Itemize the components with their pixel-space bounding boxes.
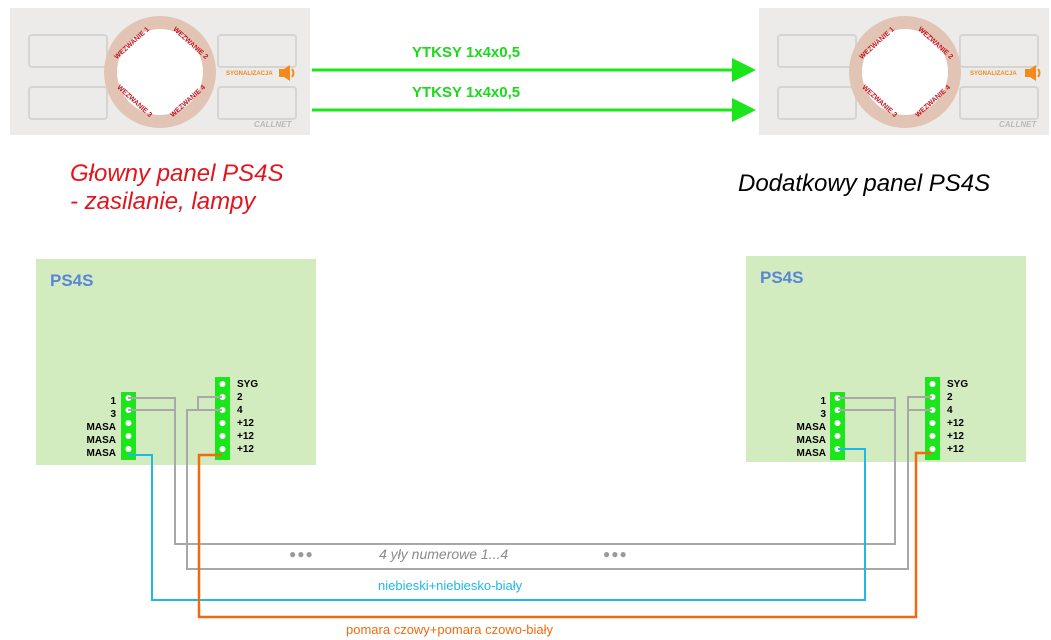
signal-label: SYGNALIZACJA bbox=[226, 71, 273, 77]
call-ring: WEZWANIE 1 WEZWANIE 2 WEZWANIE 3 WEZWANI… bbox=[849, 16, 961, 128]
terminal-label: +12 bbox=[947, 444, 964, 455]
blue-wire bbox=[128, 448, 866, 601]
terminal-label: 1 bbox=[820, 396, 826, 407]
right-board: PS4S bbox=[746, 256, 1026, 462]
brand-logo: CALLNET bbox=[999, 120, 1037, 129]
gray-wire-1 bbox=[128, 397, 896, 545]
gray-wire-5 bbox=[197, 396, 222, 410]
call-ring: WEZWANIE 1 WEZWANIE 2 WEZWANIE 3 WEZWANI… bbox=[104, 16, 216, 128]
brand-logo: CALLNET bbox=[254, 120, 292, 129]
gray-wire-2 bbox=[208, 397, 222, 538]
wire-dots-right: ●●● bbox=[603, 547, 628, 561]
terminal-label: MASA bbox=[796, 435, 826, 446]
terminal-label: 4 bbox=[237, 405, 243, 416]
terminal-label: 1 bbox=[110, 396, 116, 407]
terminal-label: SYG bbox=[947, 379, 969, 390]
panel-button-top-right bbox=[959, 34, 1039, 68]
terminal-label: +12 bbox=[237, 431, 254, 442]
extra-call-panel: WEZWANIE 1 WEZWANIE 2 WEZWANIE 3 WEZWANI… bbox=[759, 8, 1049, 135]
panel-button-bottom-right bbox=[959, 86, 1039, 120]
orange-wire-label: pomara czowy+pomara czowo-biały bbox=[346, 622, 554, 637]
terminal-label: MASA bbox=[796, 448, 826, 459]
speaker-icon bbox=[1025, 65, 1041, 81]
right-board-terminal-labels-a: 1 3 MASA MASA MASA bbox=[776, 395, 826, 460]
right-board-title: PS4S bbox=[760, 268, 804, 287]
orange-wire bbox=[197, 451, 932, 619]
terminal-label: 2 bbox=[237, 392, 243, 403]
left-board-terminal-labels-b: SYG 2 4 +12 +12 +12 bbox=[237, 378, 258, 456]
right-board-terminal-labels-b: SYG 2 4 +12 +12 +12 bbox=[947, 378, 968, 456]
main-call-panel: WEZWANIE 1 WEZWANIE 2 WEZWANIE 3 WEZWANI… bbox=[10, 8, 310, 135]
panel-button-top-right bbox=[217, 34, 297, 68]
terminal-label: +12 bbox=[237, 444, 254, 455]
terminal-label: MASA bbox=[86, 448, 116, 459]
panel-button-top-left bbox=[28, 34, 108, 68]
terminal-label: +12 bbox=[947, 431, 964, 442]
speaker-icon bbox=[279, 65, 295, 81]
main-caption-line2: - zasilanie, lampy bbox=[70, 188, 256, 215]
main-panel-caption: Głowny panel PS4S - zasilanie, lampy bbox=[70, 160, 283, 216]
wire-dots-left: ●●● bbox=[289, 547, 314, 561]
panel-button-bottom-left bbox=[777, 86, 857, 120]
signal-label: SYGNALIZACJA bbox=[970, 71, 1017, 77]
numeric-wires-label: 4 yły numerowe 1...4 bbox=[379, 546, 509, 562]
main-caption-line1: Głowny panel PS4S bbox=[70, 160, 284, 187]
blue-wire-label: niebieski+niebiesko-biały bbox=[378, 578, 523, 593]
cable-label-2: YTKSY 1x4x0,5 bbox=[412, 84, 521, 101]
terminal-label: 3 bbox=[110, 409, 116, 420]
panel-button-bottom-left bbox=[28, 86, 108, 120]
cable-label-1: YTKSY 1x4x0,5 bbox=[412, 44, 521, 61]
terminal-label: 3 bbox=[820, 409, 826, 420]
left-board-title: PS4S bbox=[50, 271, 94, 290]
gray-wire-6 bbox=[907, 396, 932, 410]
terminal-label: 4 bbox=[947, 405, 953, 416]
terminal-label: MASA bbox=[86, 435, 116, 446]
left-board-terminal-labels-a: 1 3 MASA MASA MASA bbox=[66, 395, 116, 460]
terminal-label: 2 bbox=[947, 392, 953, 403]
terminal-label: +12 bbox=[947, 418, 964, 429]
terminal-label: SYG bbox=[237, 379, 259, 390]
panel-button-bottom-right bbox=[217, 86, 297, 120]
terminal-label: +12 bbox=[237, 418, 254, 429]
terminal-dots bbox=[125, 381, 936, 452]
terminal-label: MASA bbox=[796, 422, 826, 433]
cable-arrows bbox=[312, 58, 756, 122]
terminal-label: MASA bbox=[86, 422, 116, 433]
extra-panel-caption: Dodatkowy panel PS4S bbox=[738, 170, 991, 197]
gray-wire-4 bbox=[186, 409, 932, 570]
